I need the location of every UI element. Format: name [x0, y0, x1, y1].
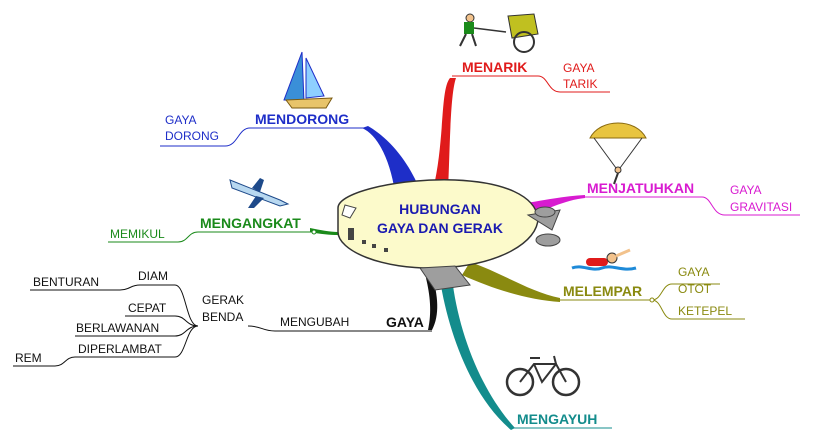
- node-diperlambat: DIPERLAMBAT: [78, 342, 162, 356]
- branch-label-gaya: GAYA: [386, 314, 424, 330]
- note-gaya-gravitasi-1: GAYA: [730, 183, 762, 197]
- node-berlawanan: BERLAWANAN: [76, 321, 159, 335]
- central-title-line2: GAYA DAN GERAK: [377, 220, 503, 236]
- node-diam: DIAM: [138, 269, 168, 283]
- parachute-icon: [589, 122, 647, 185]
- branch-melempar-stem: [462, 262, 560, 302]
- branch-label-mengayuh: MENGAYUH: [517, 411, 597, 427]
- central-title-line1: HUBUNGAN: [399, 201, 481, 217]
- branch-label-melempar: MELEMPAR: [563, 283, 642, 299]
- branch-label-menjatuhkan: MENJATUHKAN: [587, 180, 694, 196]
- central-airplane-icon: [337, 179, 561, 291]
- note-gaya-otot-1: GAYA: [678, 265, 710, 279]
- branch-menarik-stem: [433, 78, 456, 190]
- node-benturan: BENTURAN: [33, 275, 99, 289]
- note-ketepel: KETEPEL: [678, 304, 732, 318]
- node-rem: REM: [15, 351, 42, 365]
- note-gaya-dorong-1: GAYA: [165, 113, 197, 127]
- node-gerak-benda-1: GERAK: [202, 293, 244, 307]
- node-mengubah: MENGUBAH: [280, 315, 349, 329]
- airplane-icon: [229, 178, 290, 208]
- note-memikul: MEMIKUL: [110, 227, 165, 241]
- note-gaya-otot-2: OTOT: [678, 282, 712, 296]
- node-cepat: CEPAT: [128, 301, 167, 315]
- note-gaya-gravitasi-2: GRAVITASI: [730, 200, 792, 214]
- note-gaya-tarik-1: GAYA: [563, 61, 595, 75]
- branch-label-mendorong: MENDORONG: [255, 111, 349, 127]
- branch-mengangkat-stem: [310, 228, 338, 235]
- node-gerak-benda-2: BENDA: [202, 310, 243, 324]
- branch-label-mengangkat: MENGANGKAT: [200, 215, 301, 231]
- connectors: [13, 75, 800, 429]
- bicycle-icon: [505, 355, 581, 397]
- note-gaya-tarik-2: TARIK: [563, 77, 597, 91]
- branch-mengayuh-stem: [440, 278, 515, 430]
- note-gaya-dorong-2: DORONG: [165, 129, 219, 143]
- rickshaw-icon: [459, 13, 539, 53]
- sailboat-icon: [283, 51, 333, 109]
- swimmer-icon: [571, 248, 637, 271]
- branch-mendorong-stem: [362, 126, 420, 192]
- branch-label-menarik: MENARIK: [462, 59, 527, 75]
